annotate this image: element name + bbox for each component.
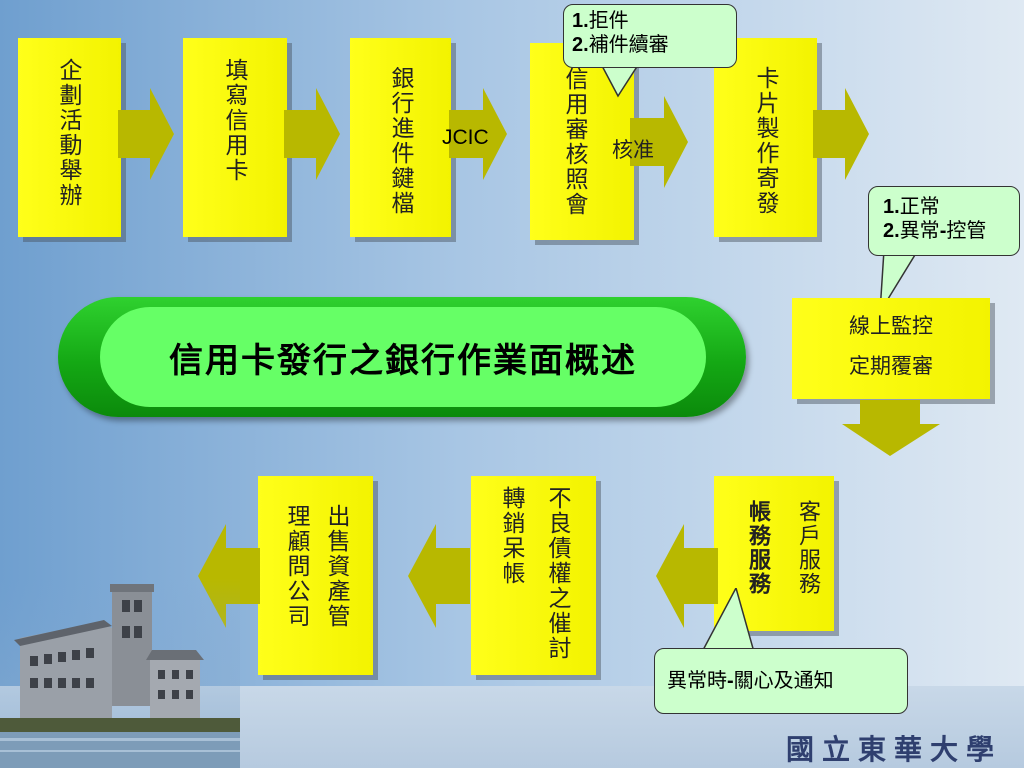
- callout-status-dash: -: [939, 220, 947, 242]
- callout-status-text2: 異常: [899, 220, 940, 242]
- step-asset-sale: 出售資產管 理顧問公司: [258, 476, 373, 675]
- title-pill-inner: 信用卡發行之銀行作業面概述: [100, 307, 706, 407]
- arrow-right-icon: [449, 88, 507, 180]
- arrow-right-icon: [813, 88, 869, 180]
- callout-status-text1: 正常: [899, 196, 940, 218]
- service-col1: 客戶服務: [795, 500, 820, 596]
- callout-notify: 異常時-關心及通知: [654, 648, 908, 714]
- callout-reject-num1: 1.: [572, 10, 589, 32]
- callout-notify-text2: 關心及通知: [733, 670, 834, 692]
- asset-sale-col2: 理顧問公司: [283, 504, 309, 629]
- step-bad-debt: 不良債權之催討 轉銷呆帳: [471, 476, 596, 675]
- callout-notify-dash: -: [727, 670, 734, 692]
- monitor-box: 線上監控 定期覆審: [792, 298, 990, 399]
- step-fill-application: 填寫信用卡: [183, 38, 287, 237]
- arrow-right-icon: [118, 88, 174, 180]
- asset-sale-col1: 出售資產管: [323, 504, 349, 629]
- callout-status: 1.正常 2.異常-控管: [868, 186, 1020, 256]
- step-card-production: 卡片製作寄發: [714, 38, 817, 237]
- bad-debt-col2: 轉銷呆帳: [498, 486, 524, 586]
- callout-notify-text1: 異常時: [667, 670, 727, 692]
- callout-reject-text1: 拒件: [588, 10, 629, 32]
- callout-reject: 1.拒件 2.補件續審: [563, 4, 737, 68]
- arrow-left-icon: [408, 524, 470, 628]
- step-card-production-label: 卡片製作寄發: [752, 66, 778, 216]
- step-bank-entry: 銀行進件鍵檔: [350, 38, 451, 237]
- monitor-line1: 線上監控: [849, 314, 933, 338]
- arrow-right-icon: [630, 96, 688, 188]
- step-fill-application-label: 填寫信用卡: [221, 58, 247, 183]
- step-customer-service: 客戶服務 帳務服務: [714, 476, 834, 631]
- step-activity-planning-label: 企劃活動舉辦: [55, 58, 81, 208]
- callout-status-num2: 2.: [883, 220, 900, 242]
- callout-pointer-top: [599, 62, 641, 98]
- step-bank-entry-label: 銀行進件鍵檔: [387, 66, 413, 216]
- step-activity-planning: 企劃活動舉辦: [18, 38, 121, 237]
- monitor-line2: 定期覆審: [849, 354, 933, 378]
- callout-status-num1: 1.: [883, 196, 900, 218]
- step-credit-review-label: 信用審核照會: [561, 67, 587, 217]
- arrow-left-icon: [656, 524, 718, 628]
- campus-building-image: [0, 578, 240, 768]
- callout-status-text3: 控管: [946, 220, 987, 242]
- university-logo-text: 國立東華大學: [786, 733, 1003, 766]
- jcic-label: JCIC: [442, 126, 489, 149]
- diagram-title: 信用卡發行之銀行作業面概述: [169, 340, 637, 381]
- arrow-right-icon: [284, 88, 340, 180]
- callout-reject-text2: 補件續審: [588, 34, 669, 56]
- callout-reject-num2: 2.: [572, 34, 589, 56]
- arrow-down-icon: [842, 400, 940, 456]
- service-col2: 帳務服務: [745, 500, 770, 596]
- bad-debt-col1: 不良債權之催討: [544, 486, 570, 661]
- approve-label: 核准: [612, 138, 654, 162]
